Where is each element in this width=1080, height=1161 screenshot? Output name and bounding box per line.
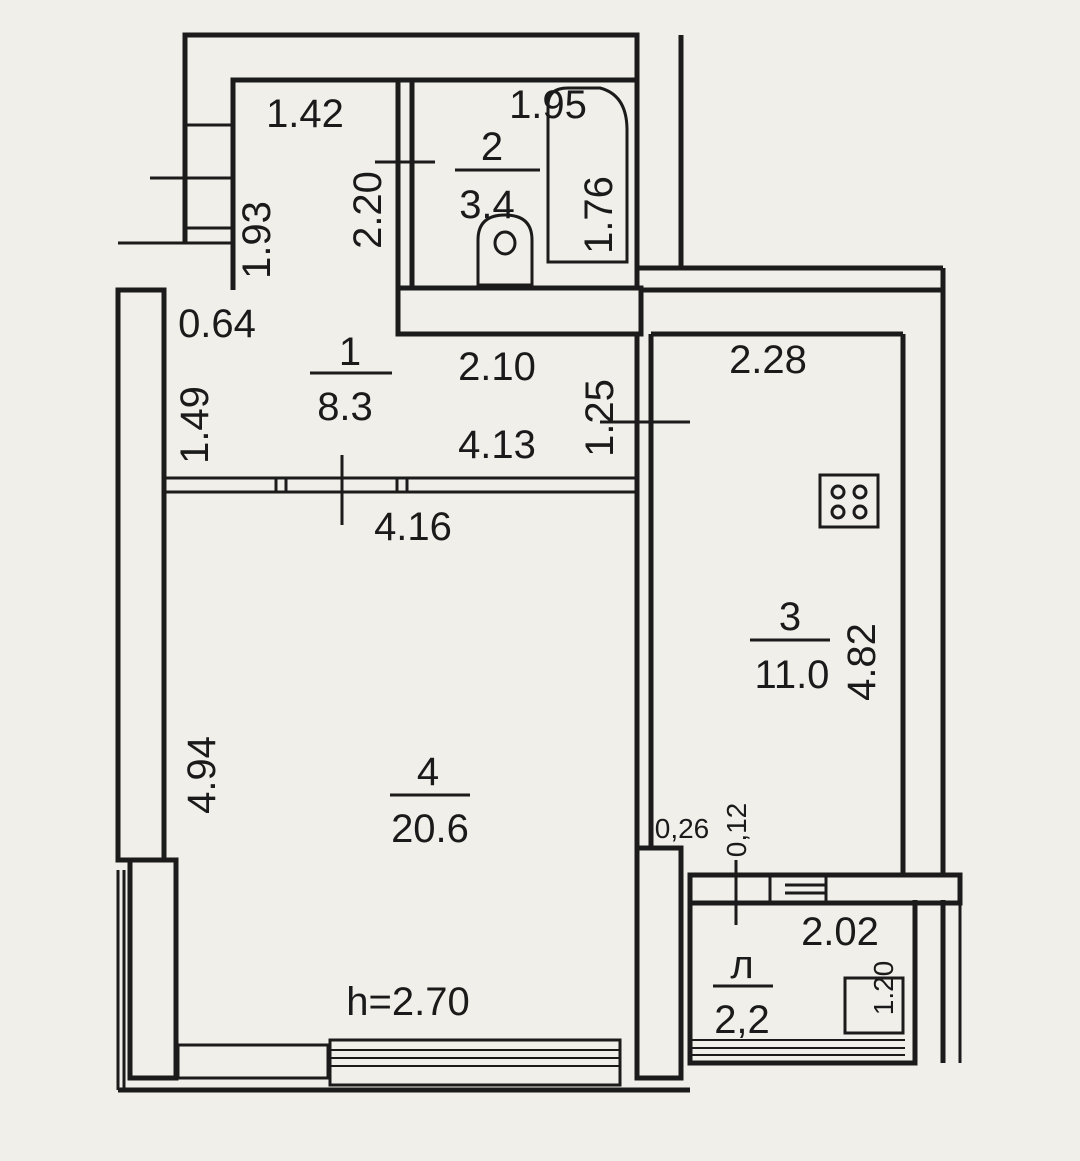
room-area: 11.0 bbox=[755, 653, 830, 697]
room-number: л bbox=[730, 943, 753, 987]
room-area: 8.3 bbox=[317, 385, 373, 429]
room-3-label: 3 11.0 bbox=[750, 595, 830, 697]
room-area: 3.4 bbox=[459, 183, 515, 227]
bathtub-icon bbox=[546, 86, 629, 264]
dimension-label: 2.10 bbox=[458, 345, 536, 389]
room-number: 2 bbox=[481, 125, 503, 169]
room-area: 20.6 bbox=[391, 807, 469, 851]
walls bbox=[115, 32, 963, 1093]
room-area: 2,2 bbox=[714, 998, 770, 1042]
room-number: 4 bbox=[417, 750, 439, 794]
balcony-label: л 2,2 bbox=[713, 943, 773, 1042]
dimension-label: 1.25 bbox=[578, 379, 622, 457]
toilet-icon bbox=[476, 213, 534, 287]
dimension-label: 0.64 bbox=[178, 302, 256, 346]
dimension-label: 1.93 bbox=[235, 201, 279, 279]
dimension-label: 2.02 bbox=[801, 910, 879, 954]
dimension-label: 4.94 bbox=[180, 736, 224, 814]
room-4-label: 4 20.6 bbox=[390, 750, 470, 851]
dimension-label: 1.42 bbox=[266, 92, 344, 136]
room-2-label: 2 3.4 bbox=[455, 125, 540, 227]
room-1-label: 1 8.3 bbox=[310, 330, 392, 429]
dimension-label: 2.20 bbox=[346, 171, 390, 249]
stove-icon bbox=[818, 473, 880, 529]
ceiling-height-label: h=2.70 bbox=[346, 980, 469, 1024]
dimension-label: 2.28 bbox=[729, 338, 807, 382]
dimension-label: 1.95 bbox=[509, 83, 587, 127]
dimension-label: 0,12 bbox=[721, 803, 752, 858]
dimension-label: 4.82 bbox=[840, 623, 884, 701]
dimension-label: 4.16 bbox=[374, 505, 452, 549]
dimension-label: 1.49 bbox=[173, 386, 217, 464]
room-number: 1 bbox=[339, 330, 361, 374]
dimension-label: 1.76 bbox=[577, 176, 621, 254]
dimension-label: 1.20 bbox=[868, 961, 899, 1016]
room-number: 3 bbox=[779, 595, 801, 639]
dimension-label: 0,26 bbox=[655, 813, 710, 844]
dimension-label: 4.13 bbox=[458, 423, 536, 467]
